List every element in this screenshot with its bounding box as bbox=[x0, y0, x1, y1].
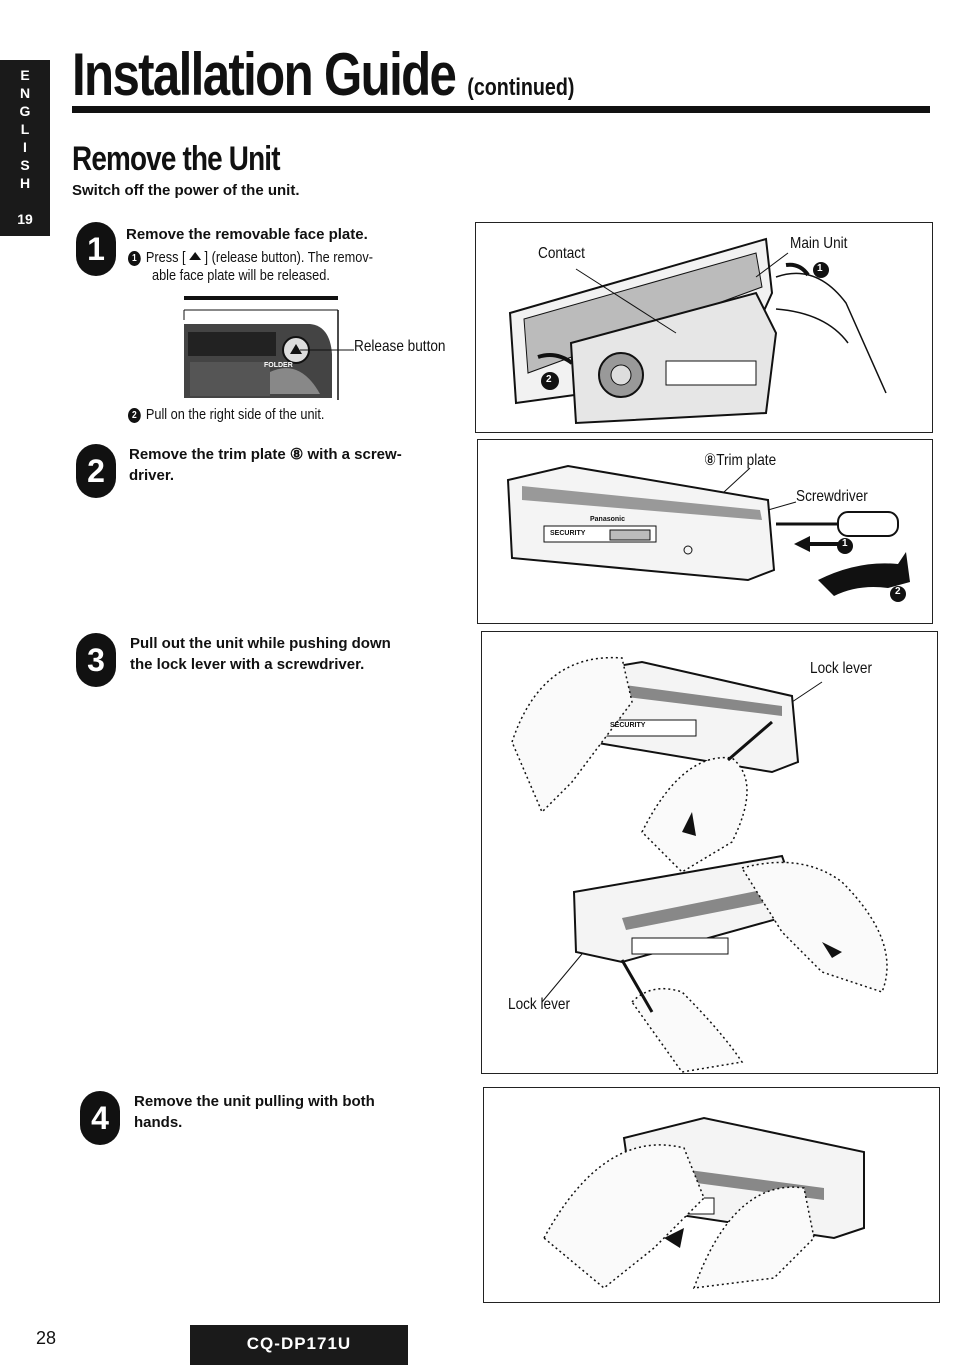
step-1-sub1-b: ] (release button). The remov- bbox=[200, 249, 373, 266]
face-plate-illustration bbox=[508, 237, 887, 425]
page-title: Installation Guide (continued) bbox=[72, 40, 574, 123]
step-3-heading: Pull out the unit while pushing down the… bbox=[130, 633, 391, 675]
page-number: 28 bbox=[36, 1328, 57, 1348]
folder-label: FOLDER bbox=[264, 362, 293, 369]
contact-label: Contact bbox=[538, 245, 585, 262]
step-1-sub1-a: Press [ bbox=[145, 249, 190, 266]
step-4-heading-line2: hands. bbox=[134, 1114, 183, 1131]
release-leader bbox=[300, 349, 354, 351]
trim-plate-illustration bbox=[506, 464, 910, 602]
fig1-marker-1: 1 bbox=[817, 263, 823, 274]
fig2-marker-1: 1 bbox=[842, 538, 848, 549]
step-4-heading-line1: Remove the unit pulling with both bbox=[134, 1093, 375, 1110]
step-2-heading-line2: driver. bbox=[129, 467, 175, 484]
main-unit-label: Main Unit bbox=[790, 235, 848, 252]
tab-letter: E bbox=[20, 67, 30, 83]
step-number-2: 2 bbox=[76, 444, 116, 498]
step-2-heading: Remove the trim plate ⑧ with a screw- dr… bbox=[129, 444, 402, 486]
marker-1: 1 bbox=[128, 251, 141, 266]
eject-icon bbox=[189, 252, 201, 260]
fig3-security: SECURITY bbox=[610, 722, 646, 729]
step-4-heading: Remove the unit pulling with both hands. bbox=[134, 1091, 375, 1133]
step-1-sub1-line2: able face plate will be released. bbox=[152, 267, 330, 284]
figure-3: SECURITY Lock lever Lock lever bbox=[481, 631, 938, 1074]
title-rule bbox=[72, 106, 930, 113]
fig2-marker-2: 2 bbox=[895, 586, 901, 597]
step-1-sub1: 1 Press [ ] (release button). The remov- bbox=[128, 248, 373, 267]
step-1-sub2: 2 Pull on the right side of the unit. bbox=[128, 405, 324, 424]
remove-unit-illustration bbox=[543, 1116, 865, 1289]
lock-lever-bottom-label: Lock lever bbox=[508, 996, 570, 1013]
screwdriver-label: Screwdriver bbox=[796, 488, 868, 505]
release-button-figure bbox=[183, 296, 339, 400]
marker-2: 2 bbox=[128, 408, 141, 423]
tab-letter: S bbox=[20, 157, 30, 173]
tab-letter: L bbox=[20, 121, 30, 137]
tab-letter: N bbox=[19, 85, 31, 101]
tab-letter: I bbox=[23, 139, 27, 155]
step-1-sub2-text: Pull on the right side of the unit. bbox=[145, 406, 325, 423]
page-title-continued: (continued) bbox=[467, 74, 575, 101]
fig2-brand: Panasonic bbox=[590, 516, 626, 523]
page-title-text: Installation Guide bbox=[72, 41, 457, 108]
section-intro: Switch off the power of the unit. bbox=[72, 182, 300, 199]
figure-2: 1 2 Panasonic SECURITY ⑧Trim plate Screw… bbox=[477, 439, 933, 624]
step-2-heading-line1: Remove the trim plate ⑧ with a screw- bbox=[129, 446, 402, 463]
trim-plate-label: ⑧Trim plate bbox=[704, 452, 777, 469]
language-tab: E N G L I S H 19 bbox=[0, 60, 50, 236]
step-number-3: 3 bbox=[76, 633, 116, 687]
tab-letter: G bbox=[19, 103, 31, 119]
release-button-label: Release button bbox=[354, 338, 446, 355]
step-3-heading-line1: Pull out the unit while pushing down bbox=[130, 635, 391, 652]
step-1-heading: Remove the removable face plate. bbox=[126, 226, 368, 243]
step-number-1: 1 bbox=[76, 222, 116, 276]
lock-lever-top-label: Lock lever bbox=[810, 660, 872, 677]
tab-letter: H bbox=[19, 175, 31, 191]
step-3-heading-line2: the lock lever with a screwdriver. bbox=[130, 656, 365, 673]
fig2-security: SECURITY bbox=[550, 530, 586, 537]
model-badge: CQ-DP171U bbox=[190, 1325, 408, 1365]
fig1-marker-2: 2 bbox=[546, 374, 552, 385]
figure-4 bbox=[483, 1087, 940, 1303]
figure-1: 1 2 Contact Main Unit bbox=[475, 222, 933, 433]
pull-out-illustration bbox=[511, 656, 888, 1073]
tab-page-number: 19 bbox=[17, 211, 33, 227]
section-title: Remove the Unit bbox=[72, 140, 280, 178]
step-number-4: 4 bbox=[80, 1091, 120, 1145]
